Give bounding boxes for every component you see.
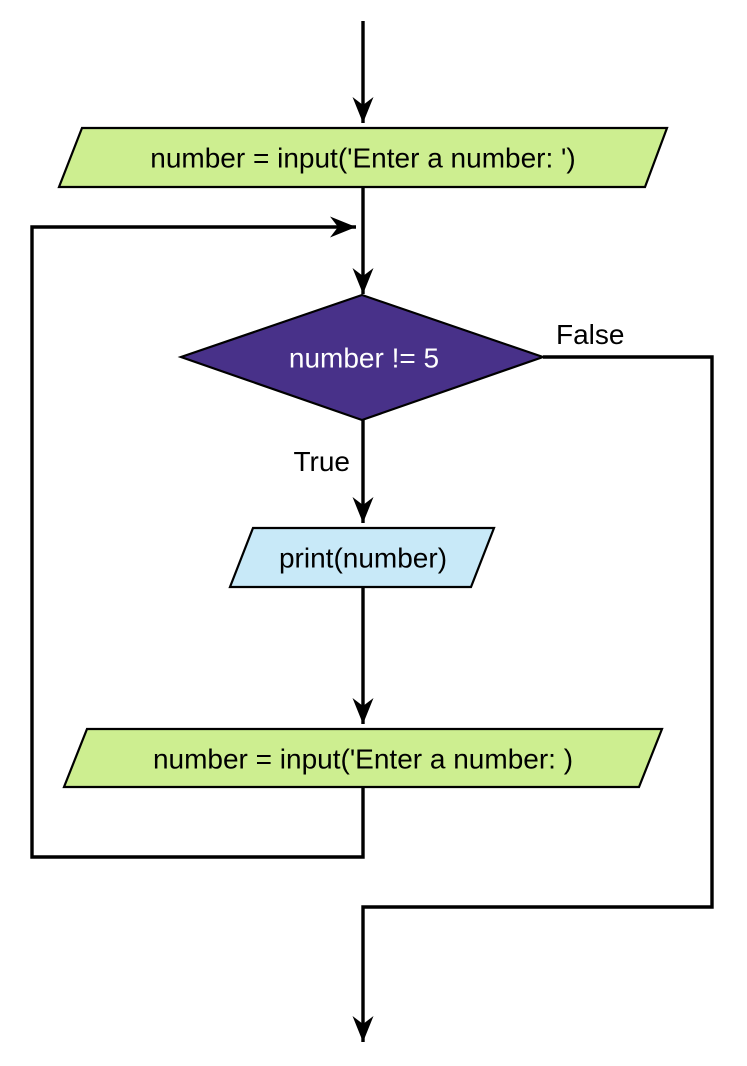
input-1-parallelogram — [57, 126, 669, 189]
print-label: print(number) — [279, 543, 447, 574]
decision-diamond — [177, 293, 547, 422]
print-parallelogram — [228, 526, 496, 589]
input-1-label: number = input('Enter a number: ') — [150, 143, 575, 174]
true-branch-label: True — [293, 446, 350, 477]
decision-label: number != 5 — [289, 343, 439, 374]
input-2-label: number = input('Enter a number: ) — [153, 744, 573, 775]
edge-loopback-input2-to-decision — [30, 216, 365, 859]
node-input-1: number = input('Enter a number: ') — [57, 126, 669, 189]
input-2-parallelogram — [62, 727, 664, 789]
false-branch-label: False — [556, 319, 624, 350]
node-print-output: print(number) — [228, 526, 496, 589]
node-input-2: number = input('Enter a number: ) — [62, 727, 664, 789]
node-while-condition: number != 5 — [177, 293, 547, 422]
edge-decision-false-to-end — [352, 355, 714, 1042]
